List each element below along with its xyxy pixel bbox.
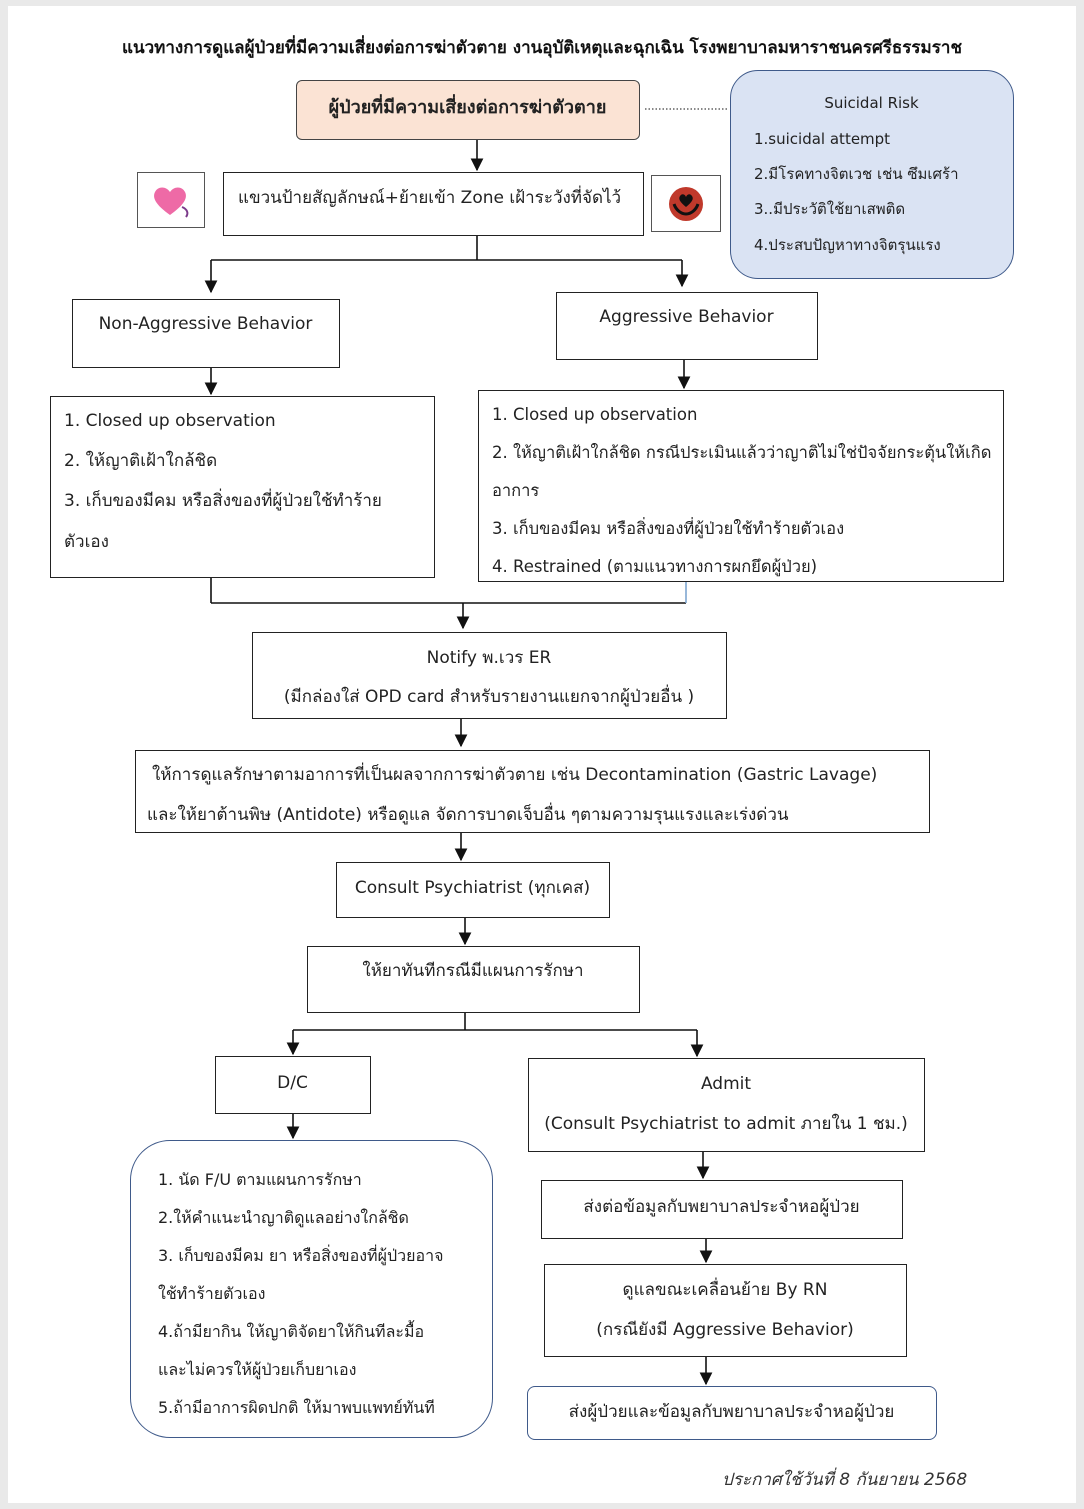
admit-sub: (Consult Psychiatrist to admit ภายใน 1 ช… [544,1114,908,1134]
risk-item: 4.ประสบปัญหาทางจิตรุนแรง [754,236,941,254]
helping-hands-icon-frame [651,175,721,232]
action-line: 4. Restrained (ตามแนวทางการผกยึดผู้ป่วย) [492,557,818,576]
non-aggressive-label: Non-Aggressive Behavior [98,314,313,334]
dc-label: D/C [277,1073,308,1093]
action-line: 1. Closed up observation [64,411,276,431]
announcement-date: ประกาศใช้วันที่ 8 กันยายน 2568 [722,1470,968,1490]
admit-label: Admit [700,1074,752,1094]
dc-instruction: ใช้ทำร้ายตัวเอง [158,1284,266,1303]
start-node: ผู้ป่วยที่มีความเสี่ยงต่อการฆ่าตัวตาย [296,80,640,140]
handoff-label: ส่งต่อข้อมูลกับพยาบาลประจำหอผู้ป่วย [583,1197,860,1217]
action-line: 3. เก็บของมีคม หรือสิ่งของที่ผู้ป่วยใช้ท… [492,519,845,538]
medicate-node: ให้ยาทันทีกรณีมีแผนการรักษา [307,946,640,1013]
action-line: 2. ให้ญาติเฝ้าใกล้ชิด กรณีประเมินแล้วว่า… [492,443,992,462]
transfer-line2: (กรณียังมี Aggressive Behavior) [596,1320,854,1340]
non-aggressive-actions: 1. Closed up observation 2. ให้ญาติเฝ้าใ… [50,396,435,578]
pink-heart-icon [154,187,189,218]
sign-step-label: แขวนป้ายสัญลักษณ์+ย้ายเข้า Zone เฝ้าระวั… [238,188,622,208]
aggressive-label: Aggressive Behavior [599,307,774,327]
aggressive-node: Aggressive Behavior [556,292,818,360]
action-line: 2. ให้ญาติเฝ้าใกล้ชิด [64,451,218,471]
suicidal-risk-heading: Suicidal Risk [824,94,919,112]
action-line: ตัวเอง [64,532,109,552]
dc-instruction: และไม่ควรให้ผู้ป่วยเก็บยาเอง [158,1360,357,1379]
handoff-node: ส่งต่อข้อมูลกับพยาบาลประจำหอผู้ป่วย [541,1180,903,1239]
final-node: ส่งผู้ป่วยและข้อมูลกับพยาบาลประจำหอผู้ป่… [527,1386,937,1440]
discharge-instructions: 1. นัด F/U ตามแผนการรักษา 2.ให้คำแนะนำญา… [130,1140,493,1438]
treatment-node: ให้การดูแลรักษาตามอาการที่เป็นผลจากการฆ่… [135,750,930,833]
dc-node: D/C [215,1056,371,1114]
risk-item: 1.suicidal attempt [754,130,891,148]
sign-step: แขวนป้ายสัญลักษณ์+ย้ายเข้า Zone เฝ้าระวั… [223,172,644,236]
risk-item: 3..มีประวัติใช้ยาเสพติด [754,200,906,218]
dc-instruction: 1. นัด F/U ตามแผนการรักษา [158,1170,362,1189]
start-label: ผู้ป่วยที่มีความเสี่ยงต่อการฆ่าตัวตาย [328,97,607,118]
transfer-node: ดูแลขณะเคลื่อนย้าย By RN (กรณียังมี Aggr… [544,1264,907,1357]
action-line: 1. Closed up observation [492,405,698,424]
notify-line2: (มีกล่องใส่ OPD card สำหรับรายงานแยกจากผ… [283,687,695,707]
dc-instruction: 5.ถ้ามีอาการผิดปกติ ให้มาพบแพทย์ทันที [158,1398,435,1417]
non-aggressive-node: Non-Aggressive Behavior [72,299,340,368]
medicate-label: ให้ยาทันทีกรณีมีแผนการรักษา [362,961,584,981]
consult-node: Consult Psychiatrist (ทุกเคส) [336,862,610,918]
admit-node: Admit (Consult Psychiatrist to admit ภาย… [528,1058,925,1152]
suicidal-risk-box: Suicidal Risk 1.suicidal attempt 2.มีโรค… [730,70,1014,279]
treatment-line1: ให้การดูแลรักษาตามอาการที่เป็นผลจากการฆ่… [152,765,878,785]
dc-instruction: 4.ถ้ามียากิน ให้ญาติจัดยาให้กินทีละมื้อ [158,1322,425,1341]
consult-label: Consult Psychiatrist (ทุกเคส) [354,878,591,898]
action-line: 3. เก็บของมีคม หรือสิ่งของที่ผู้ป่วยใช้ท… [64,491,382,511]
dc-instruction: 3. เก็บของมีคม ยา หรือสิ่งของที่ผู้ป่วยอ… [158,1246,444,1265]
final-label: ส่งผู้ป่วยและข้อมูลกับพยาบาลประจำหอผู้ป่… [568,1402,895,1422]
notify-line1: Notify พ.เวร ER [426,648,552,668]
action-line: อาการ [492,481,540,500]
helping-hands-heart-icon [669,187,703,221]
pink-heart-icon-frame [137,172,205,228]
treatment-line2: และให้ยาต้านพิษ (Antidote) หรือดูแล จัดก… [147,805,789,825]
dc-instruction: 2.ให้คำแนะนำญาติดูแลอย่างใกล้ชิด [158,1208,409,1227]
notify-node: Notify พ.เวร ER (มีกล่องใส่ OPD card สำห… [252,632,727,719]
aggressive-actions: 1. Closed up observation 2. ให้ญาติเฝ้าใ… [478,390,1004,582]
risk-item: 2.มีโรคทางจิตเวช เช่น ซึมเศร้า [754,165,959,183]
transfer-line1: ดูแลขณะเคลื่อนย้าย By RN [622,1280,828,1300]
page-title: แนวทางการดูแลผู้ป่วยที่มีความเสี่ยงต่อกา… [122,38,962,58]
